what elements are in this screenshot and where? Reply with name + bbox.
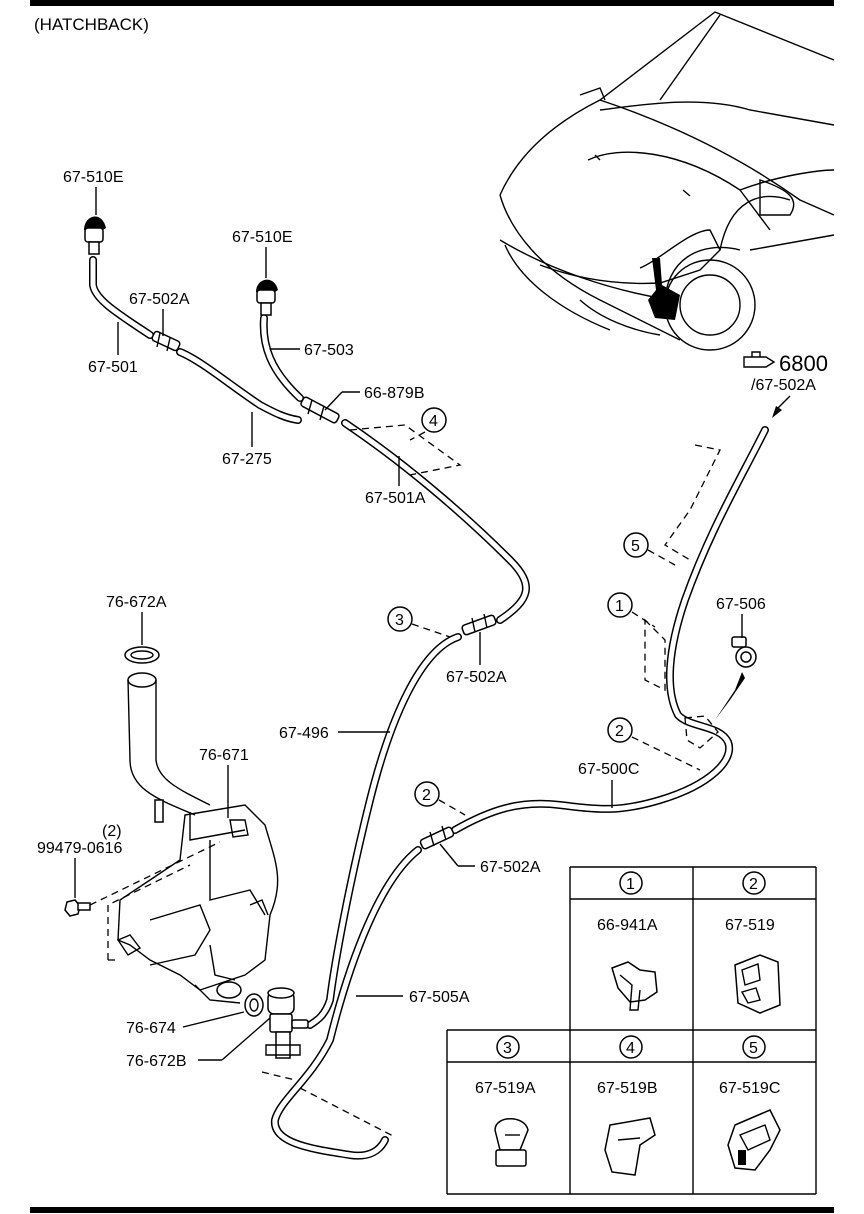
label-67-503: 67-503 [304,342,354,359]
guide-lines [89,424,721,1138]
label-67-510E-right: 67-510E [232,229,293,246]
washer-tank-76-671 [116,646,279,1004]
page-title: (HATCHBACK) [34,15,149,34]
label-67-506: 67-506 [716,596,766,613]
svg-text:6800: 6800 [779,351,828,376]
label-67-496: 67-496 [279,725,329,742]
bottom-rule [30,1207,834,1213]
svg-text:2: 2 [749,876,758,893]
legend-cell-4: 4 67-519B [597,1035,658,1176]
legend-cell-5: 5 67-519C [719,1035,781,1171]
reference-arrow-icon [743,351,776,368]
label-67-501A: 67-501A [365,490,426,507]
label-76-671: 76-671 [199,747,249,764]
hose-67-501 [89,256,154,339]
legend-cell-1: 1 66-941A [597,871,658,1011]
reference-note: 6800 /67-502A [743,351,828,418]
svg-text:67-519B: 67-519B [597,1080,658,1097]
hose-67-501A [341,419,530,624]
svg-text:1: 1 [615,598,624,615]
connector-67-502A-mid [461,613,497,636]
connector-66-879B [300,396,340,424]
svg-text:1: 1 [626,876,635,893]
svg-text:67-519A: 67-519A [475,1080,536,1097]
label-67-502A-mid: 67-502A [446,669,507,686]
svg-text:66-941A: 66-941A [597,917,658,934]
label-67-500C: 67-500C [578,761,639,778]
svg-text:2: 2 [615,723,624,740]
car-illustration [499,11,835,351]
label-67-501: 67-501 [88,359,138,376]
svg-text:67-519: 67-519 [725,917,775,934]
bolt-99479-0616 [64,899,91,917]
svg-text:4: 4 [626,1040,635,1057]
label-76-672A: 76-672A [106,594,167,611]
hose-67-496 [306,633,462,1029]
label-67-502A-low: 67-502A [480,859,541,876]
svg-text:/67-502A: /67-502A [751,377,816,394]
label-76-672B: 76-672B [126,1053,187,1070]
callout-5: 5 [623,532,676,566]
callout-2-right: 2 [607,717,701,771]
grommet-76-674 [244,993,264,1017]
label-67-510E-left: 67-510E [63,169,124,186]
callout-3: 3 [387,606,451,638]
legend-table: 1 66-941A 2 67-519 3 67-519A 4 67-51 [446,866,817,1195]
hose-67-275 [176,348,302,424]
nozzle-67-510E-left [84,216,106,255]
label-66-879B: 66-879B [364,385,425,402]
nozzle-67-510E-right [256,279,278,316]
svg-text:5: 5 [749,1040,758,1057]
svg-text:4: 4 [429,413,438,430]
svg-text:67-519C: 67-519C [719,1080,780,1097]
hose-67-505A [270,846,422,1160]
label-99479-qty: (2) [102,823,122,840]
label-76-674: 76-674 [126,1020,176,1037]
connector-67-502A-top [151,330,181,352]
svg-text:3: 3 [395,612,404,629]
label-67-505A: 67-505A [409,989,470,1006]
callout-1: 1 [607,592,656,628]
legend-cell-3: 3 67-519A [475,1035,536,1167]
connector-67-502A-low [419,825,455,850]
legend-cell-2: 2 67-519 [725,871,781,1014]
callout-2-left: 2 [414,781,466,816]
check-valve-67-506 [715,636,757,720]
svg-text:2: 2 [422,787,431,804]
hose-67-500C [451,426,769,834]
washer-pump-76-672B [265,987,309,1059]
label-67-275: 67-275 [222,451,272,468]
callout-4: 4 [409,407,447,441]
svg-text:5: 5 [631,538,640,555]
label-67-502A-top: 67-502A [129,291,190,308]
svg-text:3: 3 [503,1040,512,1057]
top-rule [30,0,834,6]
label-99479-0616: 99479-0616 [37,840,123,857]
hose-67-503 [259,314,304,402]
